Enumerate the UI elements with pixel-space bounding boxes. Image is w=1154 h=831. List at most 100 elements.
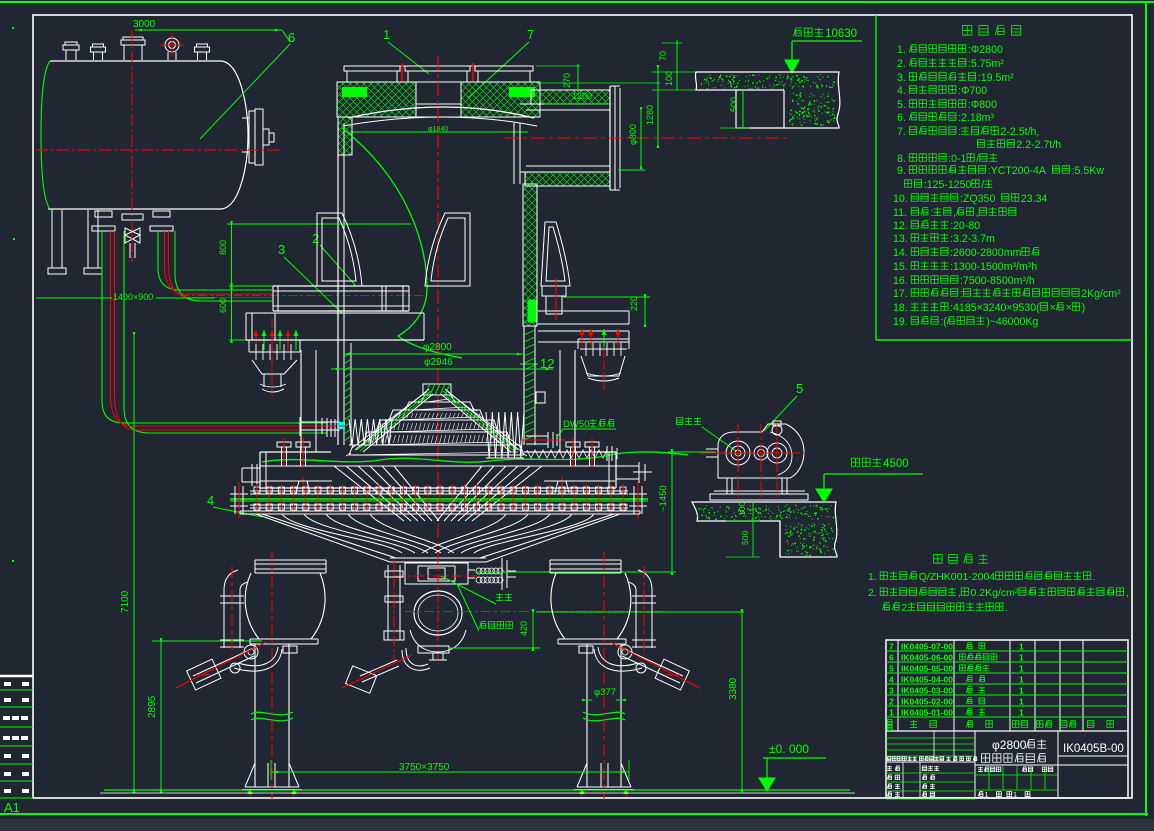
- svg-text:×: ×: [1050, 302, 1056, 314]
- svg-text:4: 4: [207, 493, 214, 508]
- svg-text:1: 1: [383, 27, 390, 42]
- svg-text:1: 1: [1019, 653, 1024, 663]
- svg-text:IK0405-04-00: IK0405-04-00: [901, 675, 953, 685]
- svg-text:800: 800: [218, 240, 228, 255]
- svg-text:)~46000Kg: )~46000Kg: [986, 316, 1038, 328]
- svg-text::: :: [930, 207, 933, 219]
- svg-text:2895: 2895: [147, 695, 158, 718]
- svg-text::2600-2800mm: :2600-2800mm: [950, 247, 1021, 259]
- svg-text:DW50: DW50: [563, 419, 589, 430]
- svg-text:6.: 6.: [897, 112, 906, 124]
- svg-text::(: :(: [940, 316, 947, 328]
- svg-text:2Kg/cm²: 2Kg/cm²: [1081, 288, 1121, 300]
- svg-text:IK0405-05-00: IK0405-05-00: [901, 664, 953, 674]
- svg-text:φ2800: φ2800: [423, 342, 452, 353]
- svg-text:4.: 4.: [897, 85, 906, 97]
- svg-text:φ2800: φ2800: [992, 738, 1027, 752]
- svg-text:1: 1: [985, 792, 989, 799]
- svg-text:Q/ZHK001-2004: Q/ZHK001-2004: [919, 571, 996, 583]
- svg-text:13.: 13.: [893, 233, 908, 245]
- svg-text:7.: 7.: [897, 126, 906, 138]
- svg-text::Φ800: :Φ800: [968, 99, 997, 111]
- svg-text:16.: 16.: [893, 275, 908, 287]
- svg-text::YCT200-4A: :YCT200-4A: [988, 165, 1047, 177]
- svg-text:1400×900: 1400×900: [113, 292, 153, 302]
- svg-text:IK0405-03-00: IK0405-03-00: [901, 686, 953, 696]
- svg-text:1: 1: [1013, 792, 1017, 799]
- svg-text:19.: 19.: [893, 316, 908, 328]
- svg-text:6: 6: [889, 653, 894, 663]
- svg-text:100: 100: [664, 71, 674, 86]
- svg-text:×: ×: [1066, 302, 1072, 314]
- svg-text:1: 1: [1019, 686, 1024, 696]
- svg-text::5.5Kw: :5.5Kw: [1072, 165, 1105, 177]
- svg-text:2.: 2.: [868, 587, 877, 599]
- svg-text:5.: 5.: [897, 99, 906, 111]
- svg-text:100: 100: [737, 502, 747, 516]
- svg-text:0.2Kg/cm²: 0.2Kg/cm²: [971, 587, 1019, 599]
- svg-text:500: 500: [729, 97, 739, 112]
- svg-text::Φ2800: :Φ2800: [968, 44, 1003, 56]
- svg-text:,: ,: [958, 587, 961, 599]
- svg-text::7500-8500m³/h: :7500-8500m³/h: [960, 275, 1035, 287]
- svg-text:6: 6: [288, 30, 295, 45]
- svg-text:420: 420: [519, 621, 529, 636]
- svg-text:,: ,: [976, 207, 979, 219]
- svg-text::1300-1500m³/m²h: :1300-1500m³/m²h: [950, 261, 1037, 273]
- svg-text:23.34: 23.34: [1021, 193, 1048, 205]
- svg-text:IK0405-07-00: IK0405-07-00: [901, 642, 953, 652]
- svg-text:3750×3750: 3750×3750: [399, 762, 450, 773]
- svg-text::0-1: :0-1: [948, 153, 966, 165]
- svg-text:IK0405-06-00: IK0405-06-00: [901, 653, 953, 663]
- svg-text:1: 1: [1019, 708, 1024, 718]
- svg-text:5: 5: [889, 664, 894, 674]
- svg-text:270: 270: [562, 73, 572, 88]
- svg-text::ZQ350: :ZQ350: [960, 193, 995, 205]
- svg-text:10630: 10630: [825, 28, 857, 40]
- svg-text:1: 1: [889, 708, 894, 718]
- svg-text:4500: 4500: [883, 458, 909, 470]
- svg-text:2: 2: [889, 697, 894, 707]
- svg-text::20-80: :20-80: [950, 220, 980, 232]
- svg-text:~1450: ~1450: [658, 485, 669, 512]
- svg-text:3000: 3000: [133, 19, 156, 30]
- svg-text:15.: 15.: [893, 261, 908, 273]
- svg-text:±0. 000: ±0. 000: [769, 742, 809, 756]
- svg-text:1: 1: [1019, 642, 1024, 652]
- svg-text::5.75m²: :5.75m²: [968, 58, 1004, 70]
- svg-text:2.: 2.: [897, 58, 906, 70]
- svg-text:3: 3: [278, 242, 285, 257]
- svg-text::125-1250: :125-1250: [924, 179, 972, 191]
- svg-text:18.: 18.: [893, 302, 908, 314]
- svg-text::: :: [958, 126, 961, 138]
- svg-text:1: 1: [1019, 664, 1024, 674]
- svg-text:11.: 11.: [893, 207, 907, 219]
- svg-text:1280: 1280: [645, 105, 655, 125]
- svg-text::Φ700: :Φ700: [958, 85, 987, 97]
- svg-text:,: ,: [953, 207, 956, 219]
- svg-text:/: /: [981, 179, 984, 191]
- svg-text:1.: 1.: [897, 44, 906, 56]
- svg-text:2.2-2.7t/h: 2.2-2.7t/h: [1016, 139, 1061, 151]
- svg-text:IK0405-02-00: IK0405-02-00: [901, 697, 953, 707]
- svg-text:IK0405B-00: IK0405B-00: [1063, 743, 1124, 755]
- svg-text:3.: 3.: [897, 72, 906, 84]
- svg-text:φ2946: φ2946: [424, 357, 453, 368]
- svg-text:A1: A1: [4, 800, 20, 815]
- svg-text::2.18m³: :2.18m³: [958, 112, 994, 124]
- svg-text:9.: 9.: [897, 165, 906, 177]
- svg-text:2-2.5t/h,: 2-2.5t/h,: [1001, 126, 1040, 138]
- svg-text:φ800: φ800: [628, 124, 638, 145]
- svg-text:/: /: [976, 153, 979, 165]
- svg-text:.: .: [1005, 602, 1008, 614]
- svg-text:7: 7: [889, 642, 894, 652]
- svg-text:2: 2: [902, 602, 908, 614]
- svg-text:12: 12: [540, 356, 554, 371]
- svg-text:IK0405-01-00: IK0405-01-00: [901, 708, 953, 718]
- svg-text:7: 7: [527, 27, 534, 42]
- svg-text:500: 500: [740, 531, 750, 545]
- svg-text:10.: 10.: [893, 193, 908, 205]
- svg-text:3380: 3380: [728, 677, 739, 700]
- svg-text:14.: 14.: [893, 247, 908, 259]
- svg-text:1.: 1.: [868, 571, 877, 583]
